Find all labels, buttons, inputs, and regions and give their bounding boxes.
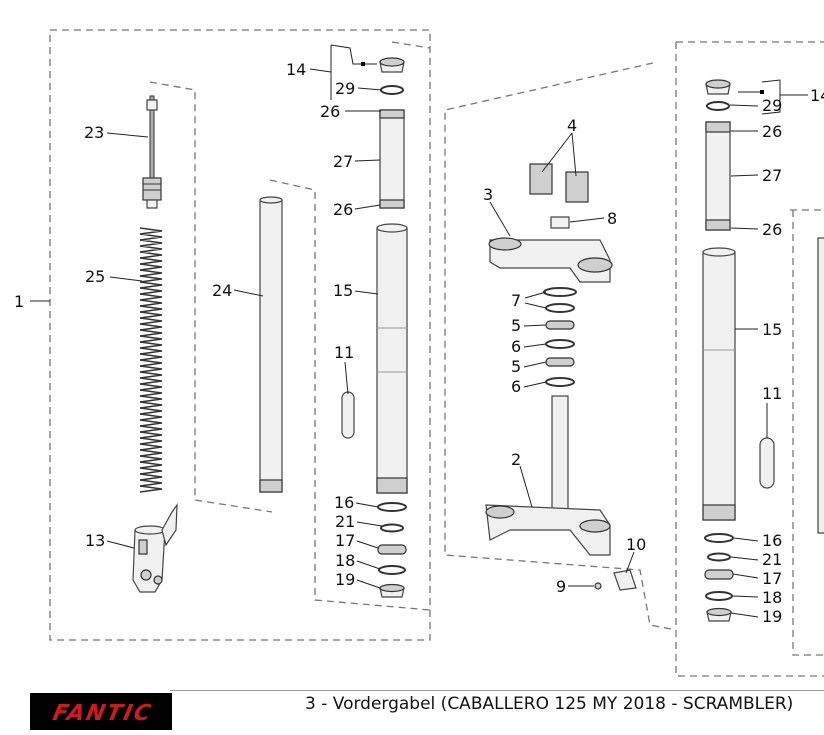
callout-25: 25 [85,267,105,286]
callout-14: 14 [286,60,306,79]
left-fork-stack [341,57,408,598]
callout-17: 17 [762,569,782,588]
callout-15: 15 [333,281,353,300]
callout-19: 19 [335,570,355,589]
callout-26: 26 [762,220,782,239]
callout-16: 16 [334,493,354,512]
callout-5: 5 [511,357,521,376]
callout-21: 21 [762,550,782,569]
right-fork-stack [702,79,824,622]
callout-19: 19 [762,607,782,626]
callout-14: 14 [810,86,824,105]
callout-18: 18 [762,588,782,607]
callout-27: 27 [333,152,353,171]
inner-tube-24 [259,196,283,493]
footer-divider [170,690,824,691]
callout-1: 1 [14,292,24,311]
page-title: 3 - Vordergabel (CABALLERO 125 MY 2018 -… [305,694,794,714]
callout-5: 5 [511,316,521,335]
callout-4: 4 [567,116,577,135]
callout-16: 16 [762,531,782,550]
callout-2: 2 [511,450,521,469]
fork-spring [139,227,163,493]
callout-27: 27 [762,166,782,185]
callout-9: 9 [556,577,566,596]
callout-6: 6 [511,337,521,356]
callout-23: 23 [84,123,104,142]
bullet-marker [361,62,365,66]
callout-10: 10 [626,535,646,554]
callout-11: 11 [334,343,354,362]
group-boundaries [49,29,824,677]
callout-15: 15 [762,320,782,339]
damper-rod [142,95,162,209]
leader-lines [30,44,808,618]
callout-6: 6 [511,377,521,396]
exploded-fork-diagram: 1 23 25 13 24 14 29 26 27 26 15 11 16 21… [14,29,824,677]
svg-text:FANTIC: FANTIC [51,700,155,726]
callout-18: 18 [335,551,355,570]
callout-29: 29 [335,79,355,98]
fantic-logo: FANTIC [30,693,172,730]
callout-11: 11 [762,384,782,403]
callout-21: 21 [335,512,355,531]
callout-29: 29 [762,96,782,115]
callout-17: 17 [335,531,355,550]
callout-24: 24 [212,281,232,300]
callout-26: 26 [333,200,353,219]
callout-labels: 1 23 25 13 24 14 29 26 27 26 15 11 16 21… [14,60,824,626]
callout-26: 26 [320,102,340,121]
callout-13: 13 [85,531,105,550]
bullet-marker [760,90,764,94]
fork-foot [132,503,178,593]
callout-3: 3 [483,185,493,204]
callout-26: 26 [762,122,782,141]
callout-7: 7 [511,291,521,310]
callout-8: 8 [607,209,617,228]
